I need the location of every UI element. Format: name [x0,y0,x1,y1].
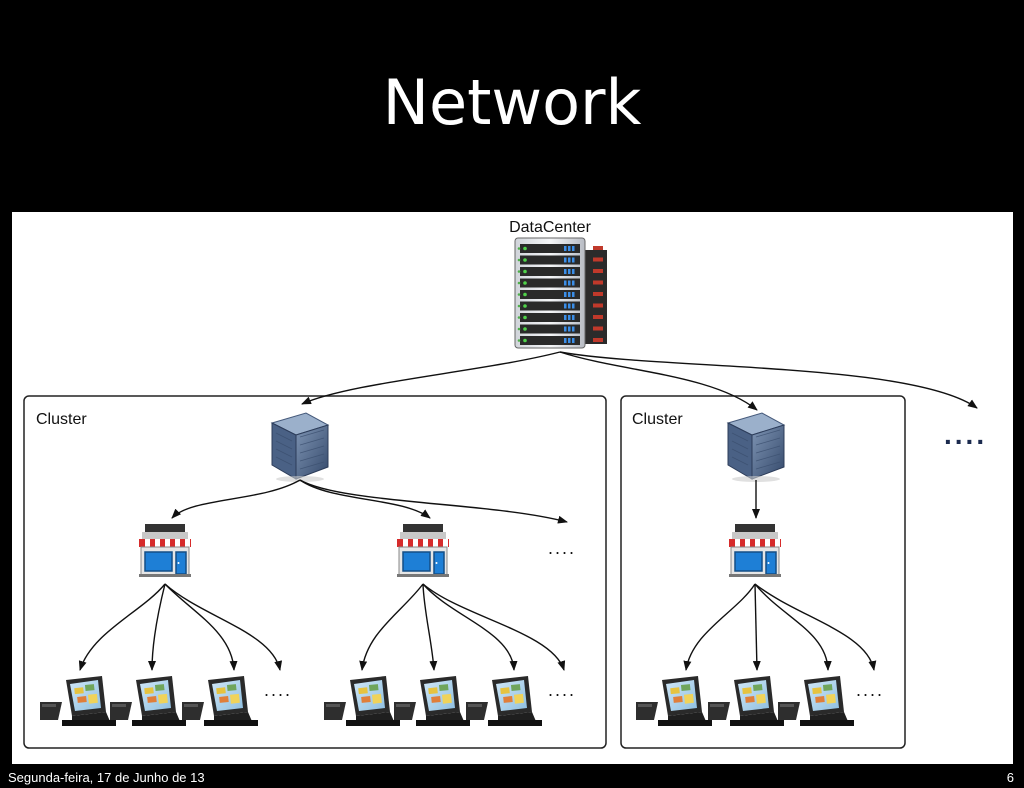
cluster-label-2: Cluster [632,411,683,428]
pos-terminal-icon [778,676,854,726]
diagram-canvas: DataCenter Cluster Cluster .... .... [12,212,1013,764]
datacenter-label: DataCenter [509,219,591,236]
link-dc-cluster1 [301,351,561,405]
pos-terminal-icon [324,676,400,726]
slide-title: Network [382,66,642,139]
link-dc-more [559,351,978,409]
cluster-label-1: Cluster [36,411,87,428]
cluster-box-1 [23,395,607,749]
link-c1-more [299,479,568,524]
cluster-server-icon-1 [271,412,329,483]
cluster-server-icon-2 [727,412,785,483]
link-dc-cluster2 [559,351,758,411]
store-links [78,583,877,671]
datacenter-server-icon [514,237,607,349]
store-icon-2 [396,523,450,578]
pos-terminal-icon [40,676,116,726]
terminals-ellipsis-1: .... [264,680,292,700]
pos-terminal-icon [110,676,186,726]
cluster-box-2 [620,395,906,749]
outer-ellipsis: .... [944,419,987,450]
cluster-links [171,479,760,524]
stores-ellipsis: .... [548,538,576,558]
terminals-ellipsis-2: .... [548,680,576,700]
pos-terminal-icon [636,676,712,726]
link-c1-store1 [171,479,301,519]
store-icon-3 [728,523,782,578]
store-icon-1 [138,523,192,578]
page-number: 6 [1006,770,1014,785]
pos-terminal-icon [708,676,784,726]
link-c1-store2 [299,479,431,519]
terminals-ellipsis-3: .... [856,680,884,700]
footer-date: Segunda-feira, 17 de Junho de 13 [8,770,205,785]
pos-terminal-icon [394,676,470,726]
datacenter-links [301,351,978,411]
pos-terminal-icon [182,676,258,726]
pos-terminal-icon [466,676,542,726]
